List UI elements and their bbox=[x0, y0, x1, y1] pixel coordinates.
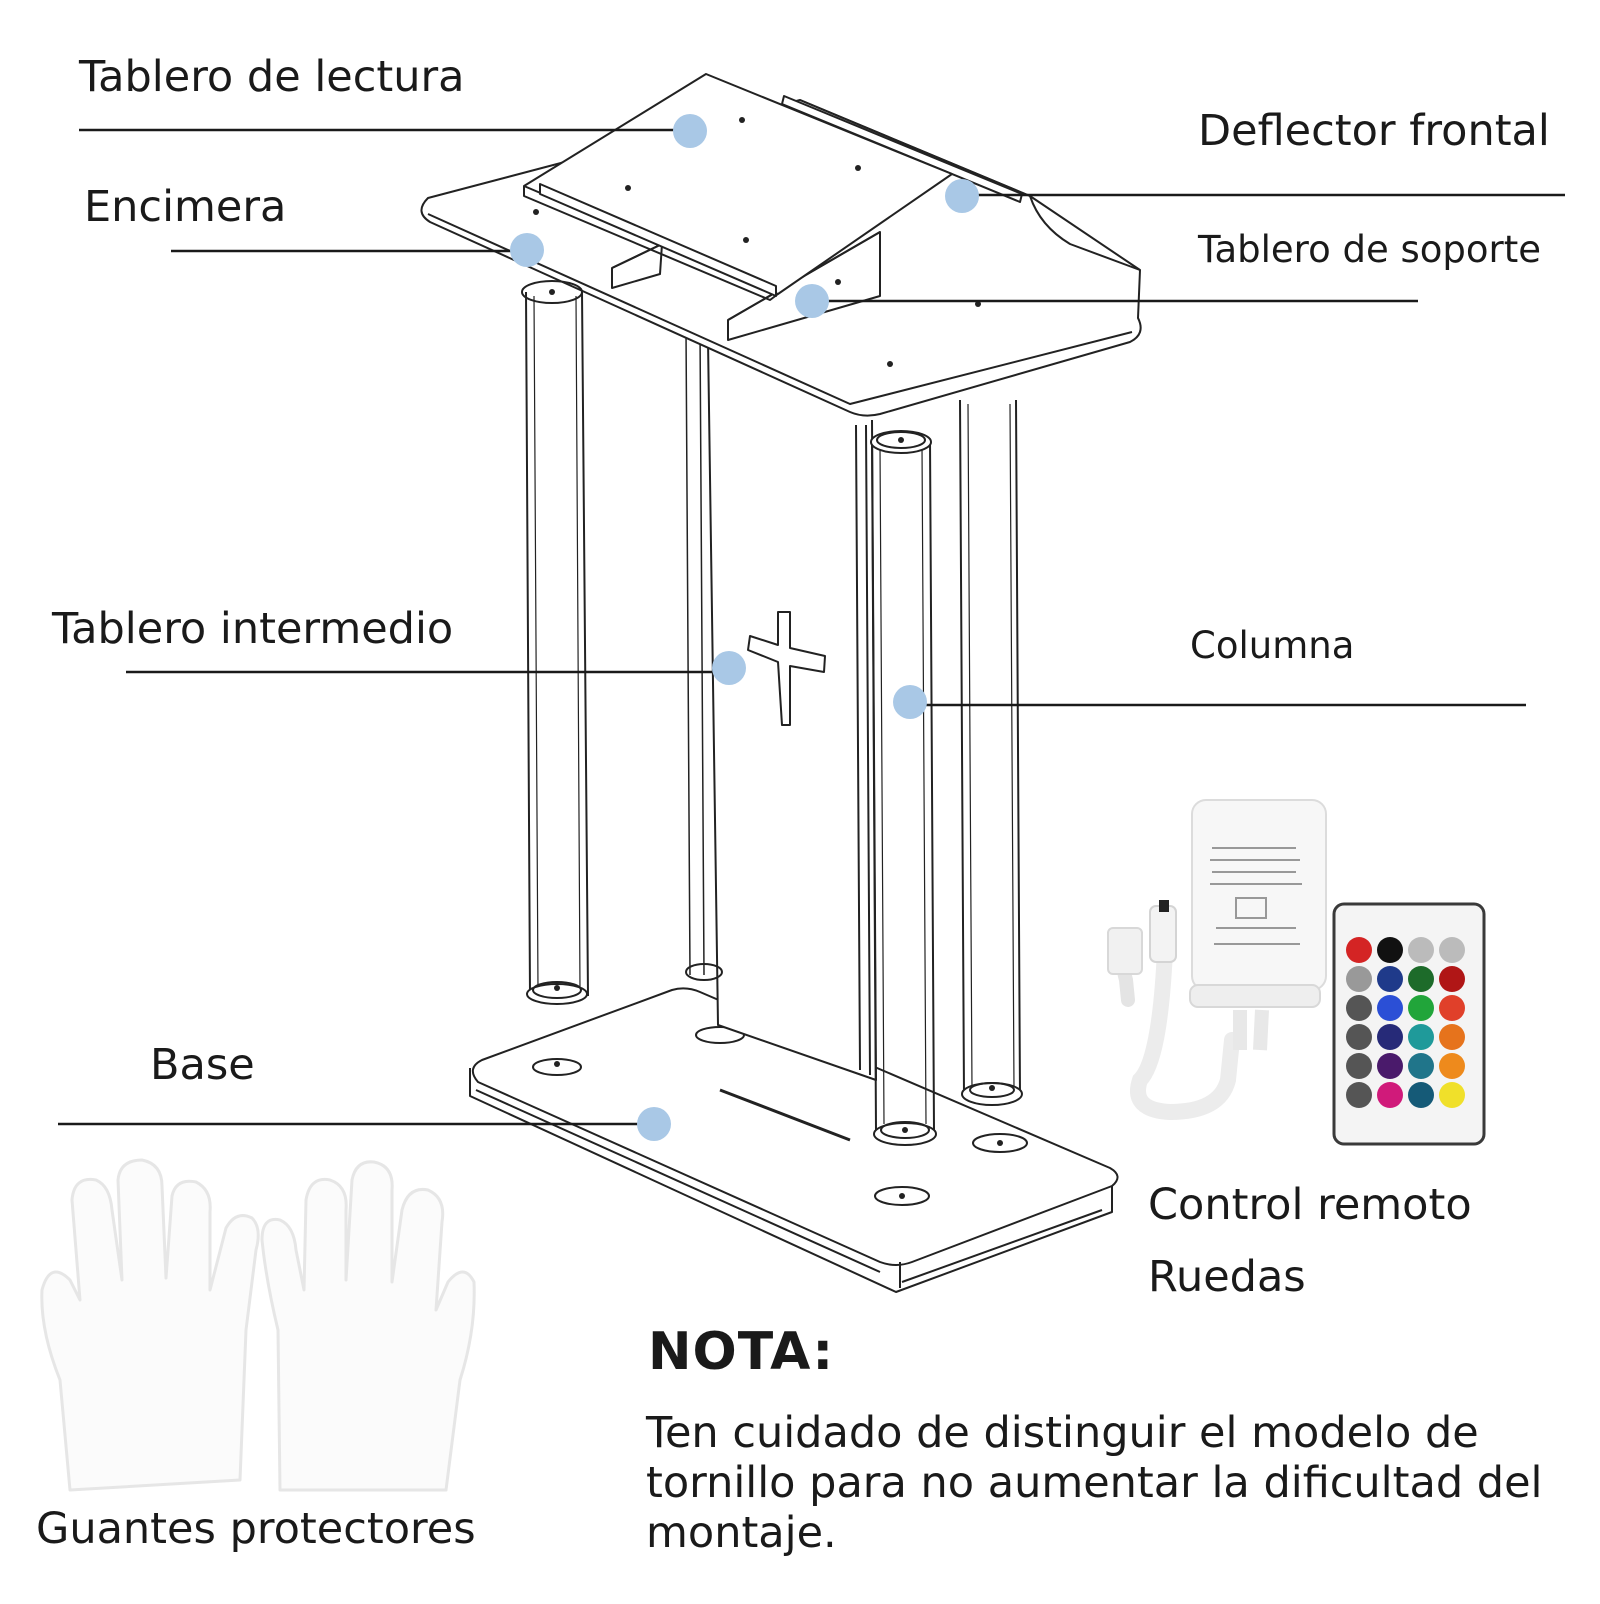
leader-lines bbox=[58, 128, 1565, 1126]
column-right-back bbox=[959, 399, 1023, 1106]
marker-middle-board bbox=[712, 651, 746, 685]
label-countertop: Encimera bbox=[84, 182, 287, 232]
led-controller-icon bbox=[1107, 799, 1327, 1121]
marker-front-deflector bbox=[945, 179, 979, 213]
marker-support-board bbox=[795, 284, 829, 318]
gloves-icon bbox=[40, 1158, 476, 1492]
front-deflector-part bbox=[781, 95, 1023, 203]
column-front bbox=[870, 430, 937, 1146]
label-front-deflector: Deflector frontal bbox=[1198, 106, 1550, 156]
label-column: Columna bbox=[1190, 624, 1355, 667]
label-reading-board: Tablero de lectura bbox=[79, 52, 465, 102]
label-support-board: Tablero de soporte bbox=[1198, 228, 1542, 271]
marker-base bbox=[637, 1107, 671, 1141]
marker-countertop bbox=[510, 233, 544, 267]
marker-reading-board bbox=[673, 114, 707, 148]
label-middle-board: Tablero intermedio bbox=[52, 604, 454, 654]
remote-buttons bbox=[1346, 937, 1465, 1108]
note-body: Ten cuidado de distinguir el modelo de t… bbox=[646, 1408, 1543, 1558]
label-base: Base bbox=[150, 1040, 255, 1090]
cross-icon bbox=[747, 611, 826, 726]
label-wheels: Ruedas bbox=[1148, 1252, 1306, 1302]
middle-board-part bbox=[685, 329, 877, 1081]
markers bbox=[510, 114, 979, 1141]
note-title: NOTA: bbox=[648, 1322, 835, 1382]
label-protective-gloves: Guantes protectores bbox=[36, 1504, 476, 1554]
label-remote-control: Control remoto bbox=[1148, 1180, 1472, 1230]
remote-control-icon bbox=[1332, 902, 1486, 1146]
column-left bbox=[525, 291, 589, 1005]
marker-column bbox=[893, 685, 927, 719]
